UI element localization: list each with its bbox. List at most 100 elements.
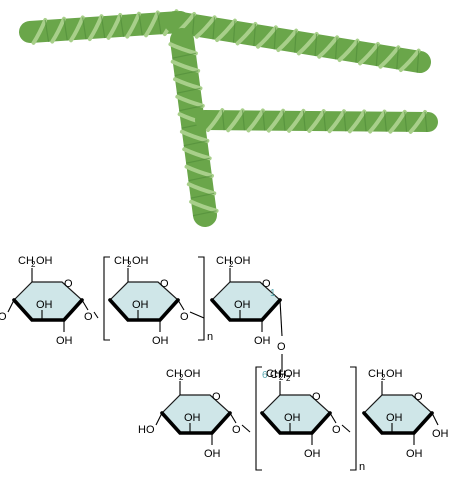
- helix-top-left-edge: [44, 19, 50, 42]
- ch2oh-tail: OH: [386, 368, 403, 380]
- helix-vertical-body: [170, 28, 217, 227]
- helix-top-left-stripe: [144, 10, 160, 38]
- branch-bond: [279, 299, 283, 337]
- glycosidic-oxygen: O: [84, 311, 93, 323]
- ch2oh-subscript: 2: [381, 373, 386, 382]
- helix-top-right-stripe: [276, 28, 299, 53]
- helix-top-left: [19, 9, 191, 45]
- bracket-right-top: [198, 256, 205, 341]
- glycosidic-bond: [241, 424, 251, 433]
- helix-branch-edge: [302, 110, 306, 131]
- helix-top-left-stripe: [87, 14, 104, 42]
- helix-vertical-edge: [183, 140, 208, 147]
- helix-top-right: [164, 11, 431, 73]
- helix-branch-edge: [424, 111, 428, 133]
- oh-c2: OH: [204, 448, 221, 460]
- oh-c1: OH: [432, 428, 449, 440]
- helix-top-right-stripe: [378, 45, 401, 69]
- helix-branch-stripe: [347, 109, 367, 134]
- helix-top-right-edge: [416, 50, 420, 73]
- helix-vertical-edge: [176, 87, 201, 94]
- helix-vertical-edge: [192, 210, 217, 217]
- branch-oxygen: O: [277, 341, 286, 353]
- helix-top-right-stripe: [215, 18, 237, 43]
- helix-top-right-edge: [314, 33, 318, 57]
- ring-oxygen: O: [160, 278, 169, 290]
- helix-top-right-edge: [253, 23, 256, 47]
- oh-c3: OH: [284, 412, 301, 424]
- helix-vertical-edge: [174, 70, 199, 77]
- ring-oxygen: O: [64, 278, 73, 290]
- helix-branch: [195, 108, 438, 134]
- ch2oh-subscript: 2: [279, 373, 284, 382]
- helix-vertical-stripe: [168, 42, 198, 56]
- helix-top-left-edge: [157, 12, 162, 35]
- helix-top-right-stripe: [358, 41, 380, 66]
- helix-top-left-stripe: [31, 17, 48, 45]
- ring-front-edge: [108, 298, 180, 322]
- helix-top-right-stripe: [337, 38, 360, 63]
- carbon-6-label: 6: [262, 370, 268, 381]
- glycosidic-bond: [189, 311, 205, 319]
- ch2oh-label: CH: [114, 255, 130, 267]
- oh-c3: OH: [184, 412, 201, 424]
- helix-top-right-stripe: [317, 35, 340, 59]
- helix-vertical-stripe: [184, 164, 214, 178]
- oh-c3: OH: [386, 412, 403, 424]
- ho-label: HO: [138, 424, 155, 436]
- glycosidic-bond: [341, 424, 351, 433]
- ch2-label: CH: [270, 369, 286, 381]
- helix-branch-stripe: [287, 108, 306, 133]
- ring-oxygen: O: [312, 391, 321, 403]
- helix-vertical-edge: [179, 105, 203, 112]
- helix-vertical-stripe: [170, 59, 201, 73]
- helix-branch-edge: [363, 111, 367, 132]
- oh-c2: OH: [406, 448, 423, 460]
- ch2oh-subscript: 2: [179, 373, 184, 382]
- helix-vertical-edge: [190, 192, 215, 199]
- helix-top-left-edge: [119, 14, 125, 37]
- helix-top-right-edge: [212, 17, 216, 40]
- helix-branch-edge: [383, 111, 387, 132]
- helix-top-right-stripe: [296, 31, 319, 56]
- oh-c3: OH: [132, 299, 149, 311]
- helix-vertical-stripe: [179, 129, 210, 143]
- helix-vertical-stripe: [189, 199, 219, 213]
- ch2oh-label: CH: [266, 368, 282, 380]
- helix-vertical-stripe: [182, 147, 212, 161]
- ho-label: HO: [0, 311, 7, 323]
- ch2oh-label: CH: [18, 255, 34, 267]
- helix-top-right-edge: [396, 47, 399, 70]
- helix-top-right-edge: [273, 27, 277, 50]
- ch2oh-tail: OH: [284, 368, 301, 380]
- helix-branch-stripe: [368, 109, 387, 134]
- helix-top-right-edge: [334, 37, 338, 60]
- helix-branch-stripe: [205, 108, 225, 133]
- ring-front-edge: [362, 411, 434, 435]
- helix-top-right-body: [164, 11, 431, 73]
- ring-front-edge: [210, 298, 282, 322]
- helix-vertical-stripe: [186, 182, 217, 196]
- helix-top-right-edge: [294, 30, 297, 53]
- glycosidic-bond: [329, 412, 337, 424]
- helix-top-right-edge: [375, 43, 379, 67]
- oh-c2: OH: [254, 335, 271, 347]
- helix-top-left-edge: [82, 17, 87, 40]
- glycosidic-oxygen: O: [180, 311, 189, 323]
- ring-oxygen: O: [414, 391, 423, 403]
- helix-branch-stripe: [327, 109, 346, 134]
- helix-branch-stripe: [307, 109, 326, 133]
- ch2oh-tail: OH: [132, 255, 149, 267]
- glycosidic-oxygen: O: [332, 424, 341, 436]
- ring-front-edge: [160, 411, 232, 435]
- helix-vertical-edge: [172, 52, 196, 59]
- ring-front-edge: [260, 411, 332, 435]
- helix-branch-stripe: [388, 109, 407, 134]
- ch2oh-subscript: 2: [31, 260, 36, 269]
- ch2oh-tail: OH: [36, 255, 53, 267]
- helix-vertical-stripe: [175, 94, 205, 108]
- helix-top-right-edge: [192, 13, 195, 37]
